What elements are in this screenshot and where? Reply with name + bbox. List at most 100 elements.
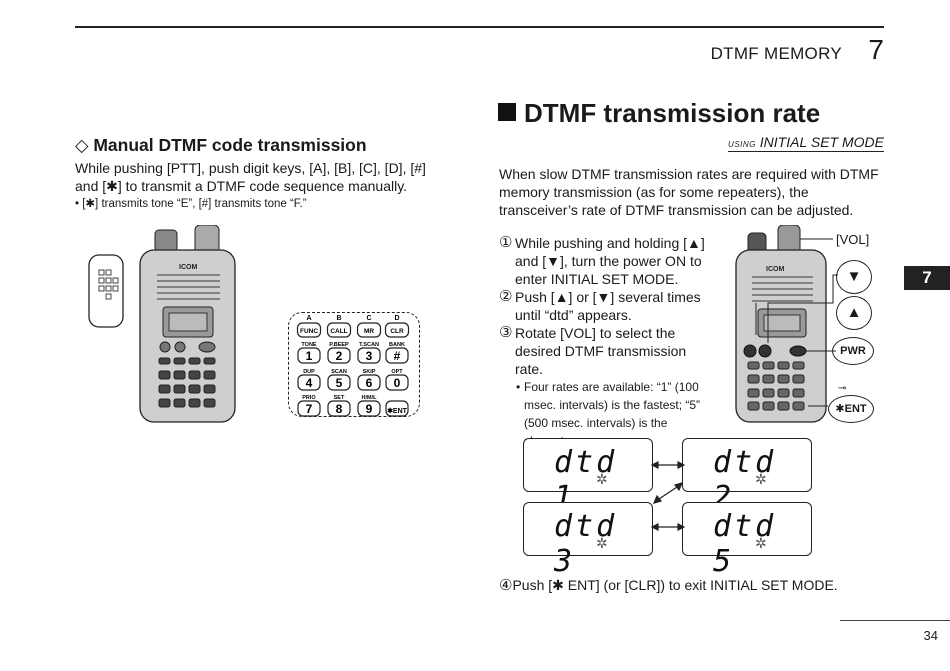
lcd-display-4: dtd 5✲ (682, 502, 812, 579)
keypad-key-label: ✱ENT (387, 407, 408, 415)
step-4-text: Push [✱ ENT] (or [CLR]) to exit INITIAL … (512, 577, 838, 593)
mode-label: using INITIAL SET MODE (728, 134, 884, 152)
keypad-key-label: 9 (366, 402, 373, 416)
lcd-display-3: dtd 3✲ (523, 502, 653, 579)
keypad-key (296, 322, 322, 338)
body-line-1: While pushing [PTT], push digit keys, [A… (75, 160, 426, 176)
keypad-function-label: PRIO (302, 395, 316, 401)
subsection-title: ◇ Manual DTMF code transmission (75, 135, 367, 155)
vol-callout: [VOL] (836, 232, 870, 247)
body-line-2: and [✱] to transmit a DTMF code sequence… (75, 178, 408, 194)
keypad-key-label: 3 (366, 349, 373, 363)
keypad-key-label: 8 (336, 402, 343, 416)
section-title: DTMF transmission rate (498, 98, 820, 129)
lcd-display-1: dtd 1✲ (523, 438, 653, 515)
intro-paragraph: When slow DTMF transmission rates are re… (499, 166, 879, 218)
keypad-function-label: SCAN (331, 369, 347, 375)
footer-rule (840, 620, 950, 621)
section-title-text: DTMF transmission rate (524, 98, 821, 128)
key-lock-icon: ⊸ (838, 383, 847, 394)
keypad-key-label: CALL (330, 328, 347, 335)
keypad-key (327, 374, 351, 391)
keypad-key-label: # (394, 349, 401, 363)
step-2-text: Push [▲] or [▼] several times until “dtd… (515, 289, 701, 323)
up-key-callout: ▲ (836, 296, 872, 330)
subsection-body: While pushing [PTT], push digit keys, [A… (75, 159, 465, 195)
keypad-function-label: H/M/L (362, 395, 378, 401)
lcd-text-2: dtd 2 (713, 445, 777, 515)
chapter-number: 7 (868, 34, 884, 65)
chapter-title: DTMF MEMORY (710, 44, 842, 63)
step-3-text: Rotate [VOL] to select the desired DTMF … (515, 325, 687, 377)
keypad-key (356, 322, 382, 338)
keypad-key-label: MR (364, 328, 374, 335)
keypad-key-label: 2 (336, 349, 343, 363)
pwr-key-callout: PWR (832, 337, 874, 365)
step-2-number: ② (499, 288, 513, 305)
lcd-text-4: dtd 5 (713, 509, 777, 579)
keypad-function-label: SET (334, 395, 345, 401)
display-cycle-arrows (650, 461, 686, 531)
lcd-text-3: dtd 3 (554, 509, 618, 579)
keypad-letter-C: C (366, 315, 371, 322)
lcd-indicator-icon: ✲ (755, 471, 767, 487)
keypad-key (384, 322, 410, 338)
keypad-key-label: 0 (394, 376, 401, 390)
keypad-key-label: 4 (306, 376, 313, 390)
keypad-key-label: 1 (306, 349, 313, 363)
keypad-key-label: 5 (336, 376, 343, 390)
radio-illustration-left: ICOM (88, 225, 236, 423)
keypad-key-label: 6 (366, 376, 373, 390)
keypad-key-label: CLR (390, 328, 404, 335)
keypad-function-label: T.SCAN (359, 342, 379, 348)
keypad-key (357, 400, 381, 417)
keypad-letter-D: D (394, 315, 399, 322)
keypad-function-label: BANK (389, 342, 405, 348)
svg-text:ICOM: ICOM (179, 264, 197, 271)
keypad-function-label: P.BEEP (329, 342, 349, 348)
step-1-text: While pushing and holding [▲] and [▼], t… (515, 235, 705, 287)
keypad-function-label: OPT (391, 369, 403, 375)
keypad-function-label: TONE (301, 342, 317, 348)
lcd-display-2: dtd 2✲ (682, 438, 812, 515)
keypad-keys: A B C D FUNC CALL MR CLR TONE P.BEEP T.SCAN BANK 1 2 3… (296, 315, 410, 417)
keypad-letter-B: B (336, 315, 341, 322)
square-bullet-icon (498, 103, 516, 121)
keypad-key (297, 374, 321, 391)
lcd-indicator-icon: ✲ (596, 471, 608, 487)
keypad-function-label: DUP (303, 369, 315, 375)
lcd-indicator-icon: ✲ (596, 535, 608, 551)
keypad-key (327, 400, 351, 417)
page-number: 34 (923, 628, 938, 643)
keypad-key (385, 374, 409, 391)
keypad-key (327, 347, 351, 364)
mode-label-prefix: using (728, 138, 756, 150)
keypad-function-label: SKIP (363, 369, 376, 375)
step-4: ④Push [✱ ENT] (or [CLR]) to exit INITIAL… (499, 576, 838, 594)
keypad-illustration (288, 312, 420, 417)
lcd-indicator-icon: ✲ (755, 535, 767, 551)
keypad-key-label: FUNC (300, 328, 318, 335)
step-1-number: ① (499, 234, 513, 251)
keypad-key-label: 7 (306, 402, 313, 416)
lcd-text-1: dtd 1 (554, 445, 618, 515)
keypad-key (385, 347, 409, 364)
keypad-key (297, 347, 321, 364)
keypad-key (357, 347, 381, 364)
step-4-number: ④ (499, 577, 513, 594)
keypad-letter-A: A (306, 315, 311, 322)
tone-note: • [✱] transmits tone “E”, [#] transmits … (75, 198, 307, 210)
keypad-key (385, 400, 409, 417)
keypad-key (297, 400, 321, 417)
svg-text:ICOM: ICOM (766, 266, 784, 273)
chapter-tab: 7 (904, 266, 950, 290)
keypad-key (357, 374, 381, 391)
mode-label-text: INITIAL SET MODE (759, 134, 884, 150)
step-3-number: ③ (499, 324, 513, 341)
ent-key-callout: ✱ENT (828, 395, 874, 423)
down-key-callout: ▼ (836, 260, 872, 294)
